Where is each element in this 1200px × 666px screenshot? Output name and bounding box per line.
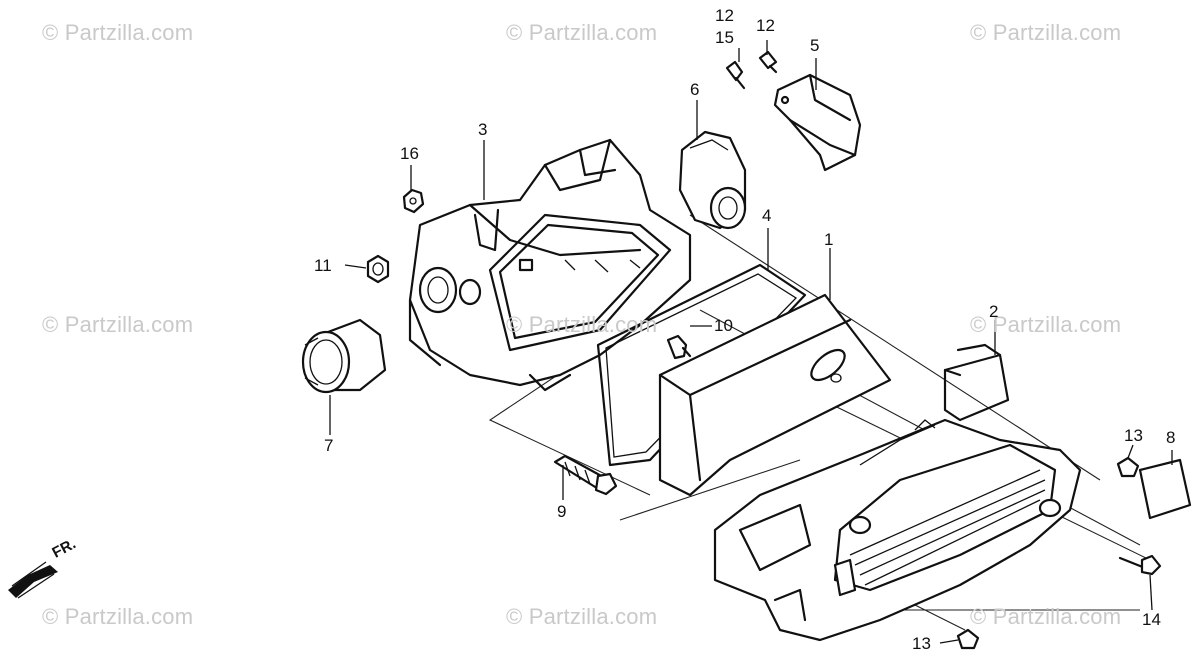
watermark-text: © Partzilla.com (506, 604, 658, 629)
cover-bracket (773, 73, 862, 172)
callout-16: 16 (400, 144, 419, 163)
air-cleaner-element (658, 293, 892, 497)
callout-12: 12 (715, 6, 734, 25)
watermark-text: © Partzilla.com (506, 312, 658, 337)
callout-15: 15 (715, 28, 734, 47)
grommet-11 (366, 254, 390, 284)
callout-5: 5 (810, 36, 820, 55)
screw-12 (758, 50, 778, 74)
nut-16 (402, 188, 425, 214)
screw-13-upper (1116, 456, 1140, 478)
callout-1: 1 (824, 230, 834, 249)
watermark-text: © Partzilla.com (970, 20, 1122, 45)
watermark-text: © Partzilla.com (42, 604, 194, 629)
front-arrow-icon (8, 561, 58, 599)
watermark-text: © Partzilla.com (42, 20, 194, 45)
screw-10 (666, 334, 692, 360)
callout-9: 9 (557, 502, 567, 521)
callout-3: 3 (478, 120, 488, 139)
watermark-text: © Partzilla.com (970, 604, 1122, 629)
watermark-text: © Partzilla.com (970, 312, 1122, 337)
screw-14 (1118, 554, 1162, 576)
callout-14: 14 (1142, 610, 1161, 629)
callout-6: 6 (690, 80, 700, 99)
air-cleaner-case (408, 138, 692, 392)
callout-11: 11 (314, 256, 332, 275)
callout-13: 13 (1124, 426, 1143, 445)
watermark-text: © Partzilla.com (506, 20, 658, 45)
connecting-tube (678, 130, 747, 230)
screw-12-15 (725, 60, 746, 90)
callout-8: 8 (1166, 428, 1176, 447)
callout-12: 12 (756, 16, 775, 35)
callout-2: 2 (989, 302, 999, 321)
watermark-text: © Partzilla.com (42, 312, 194, 337)
callout-13: 13 (912, 634, 931, 653)
callout-7: 7 (324, 436, 334, 455)
screw-13-lower (956, 628, 980, 650)
air-cleaner-cover (713, 343, 1082, 642)
leader-lines (329, 40, 1173, 644)
callout-4: 4 (762, 206, 772, 225)
label-plate-8 (1138, 458, 1192, 520)
bolt-9 (553, 454, 618, 496)
callout-10: 10 (714, 316, 733, 335)
inlet-duct (301, 318, 387, 394)
